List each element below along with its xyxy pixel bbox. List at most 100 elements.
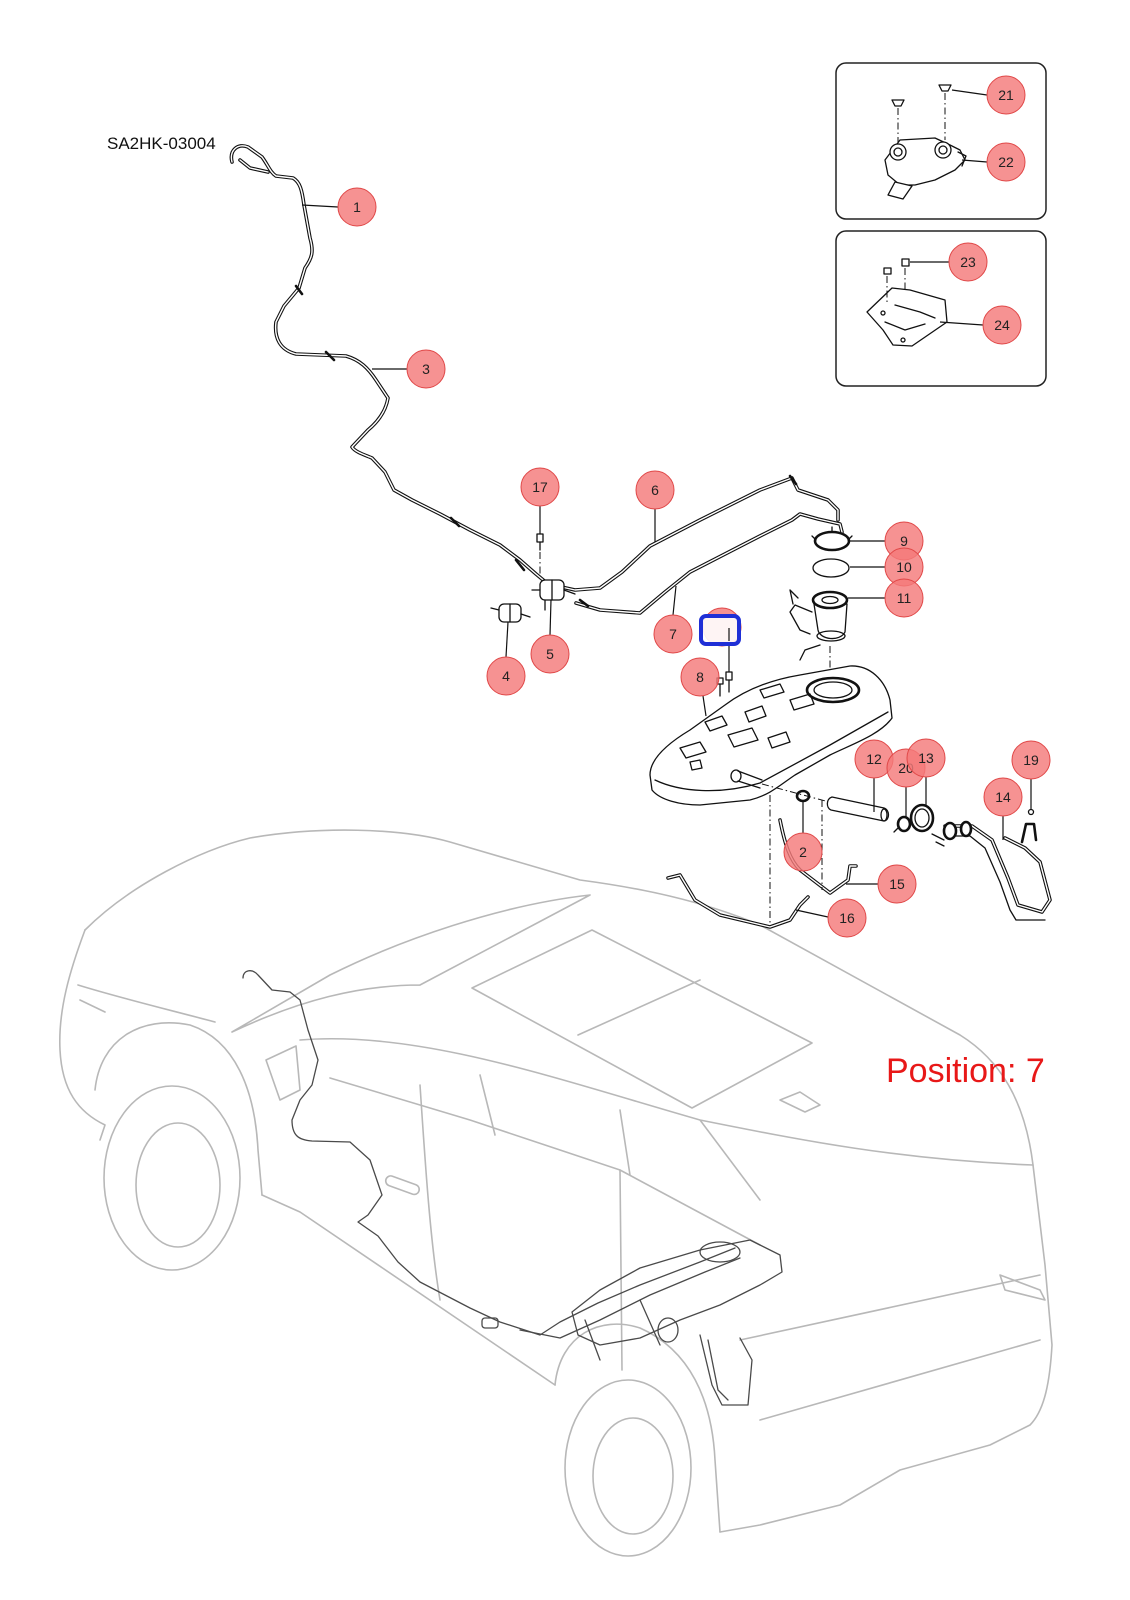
callout-number: 15 [889, 876, 905, 892]
part-5-fuel-filter [531, 579, 576, 611]
part-23-nut-2 [883, 267, 892, 275]
callout-number: 6 [651, 482, 659, 498]
callout-21[interactable]: 21 [951, 75, 1026, 115]
selection-highlight-box [699, 614, 741, 646]
callout-24[interactable]: 24 [939, 305, 1022, 345]
callout-19[interactable]: 19 [1011, 740, 1051, 809]
callout-number: 21 [998, 87, 1014, 103]
clamp-tab [893, 827, 899, 833]
callout-circle [530, 634, 570, 674]
part-13-fuel-cap [909, 803, 935, 833]
part-24-hole [880, 310, 886, 316]
bolt-head [536, 533, 544, 543]
cap-face [914, 808, 930, 828]
tank-lower-seam [654, 711, 889, 792]
vehicle-filler-neck [699, 1334, 753, 1406]
vehicle-rear-wheel-arch [554, 1323, 721, 1533]
filler-neck-outer [943, 824, 1052, 914]
vehicle-rear-wheel [564, 1379, 692, 1557]
leader-line [301, 204, 339, 208]
part-23-nut [901, 258, 910, 267]
lock-ring-tabs [811, 526, 853, 541]
filter-ports [531, 579, 576, 611]
part-22-outlet [887, 181, 913, 200]
vehicle-front-fascia [58, 929, 106, 1141]
callout-5[interactable]: 5 [530, 599, 570, 674]
callout-circle [906, 738, 946, 778]
callout-1[interactable]: 1 [301, 187, 377, 227]
part-17-bolt [536, 533, 544, 576]
vehicle-front-wheel-arch [94, 1022, 263, 1196]
callout-10[interactable]: 10 [850, 547, 924, 587]
callout-circle [520, 467, 560, 507]
callout-3[interactable]: 3 [372, 349, 446, 389]
callout-2[interactable]: 2 [783, 802, 823, 872]
callout-11[interactable]: 11 [848, 578, 924, 618]
vehicle-fuel-line [242, 970, 736, 1336]
filler-neck-clamp-2 [959, 820, 973, 838]
bracket-body [1020, 822, 1038, 844]
vehicle-headlight [77, 984, 216, 1023]
part-11-fuel-pump-module [789, 589, 849, 678]
callout-16[interactable]: 16 [795, 898, 867, 938]
leader-line [939, 321, 984, 326]
vehicle-spoiler [779, 1091, 821, 1113]
part-24-hole-2 [900, 337, 906, 343]
pump-flange [811, 590, 849, 610]
vehicle-filler-cap [657, 1317, 679, 1343]
fuel-line-6-inner [547, 477, 839, 591]
vehicle-door-lines [419, 1084, 623, 1371]
callout-circle [948, 242, 988, 282]
callout-circle [406, 349, 446, 389]
callout-number: 2 [799, 844, 807, 860]
callout-number: 4 [502, 668, 510, 684]
part-21-bolt [891, 99, 905, 107]
callout-14[interactable]: 14 [983, 777, 1023, 840]
callout-circle [1011, 740, 1051, 780]
part-22-port [889, 143, 907, 161]
callout-number: 23 [960, 254, 976, 270]
tank-bolt-head [725, 671, 733, 681]
vehicle-rear-wheel-rim [592, 1417, 674, 1535]
leader-line [961, 159, 988, 163]
leader-line [505, 621, 509, 658]
callout-number: 14 [995, 789, 1011, 805]
vehicle-side-windows [329, 1074, 761, 1246]
hose-body [826, 796, 890, 822]
callout-circle [827, 898, 867, 938]
callout-4[interactable]: 4 [486, 621, 526, 696]
vehicle-sunroof [471, 929, 813, 1109]
vehicle-front-wheel [103, 1085, 241, 1271]
callout-8[interactable]: 8 [680, 657, 720, 717]
vehicle-fuel-line-secondary [519, 1257, 741, 1339]
callout-number: 17 [532, 479, 548, 495]
callout-number: 19 [1023, 752, 1039, 768]
callout-12[interactable]: 12 [854, 739, 894, 812]
fuel-line-assembly [229, 144, 844, 615]
part-16-tank-strap [666, 795, 810, 929]
leader-line [549, 599, 552, 636]
callout-circle [986, 75, 1026, 115]
callout-6[interactable]: 6 [635, 470, 675, 542]
callouts: 1 3 17 6 9 10 11 [301, 75, 1051, 938]
callout-23[interactable]: 23 [910, 242, 988, 282]
callout-selected[interactable] [699, 607, 742, 672]
pump-flange-port [821, 595, 839, 605]
filler-neck-inner-line [947, 835, 1046, 921]
callout-15[interactable]: 15 [846, 864, 917, 904]
part-22-port-inner [893, 147, 903, 157]
leader-line [795, 909, 829, 918]
part-19-bracket [1020, 808, 1038, 844]
part-10-gasket [812, 558, 850, 578]
part-14-filler-neck [931, 820, 1052, 921]
part-9-lock-ring [811, 526, 853, 552]
callout-7[interactable]: 7 [653, 585, 693, 654]
callout-17[interactable]: 17 [520, 467, 560, 534]
callout-13[interactable]: 13 [906, 738, 946, 805]
tank-filler-pipe [737, 770, 763, 789]
vehicle-rear-hatch [739, 1274, 1046, 1421]
callout-22[interactable]: 22 [961, 142, 1026, 182]
callout-circle [680, 657, 720, 697]
